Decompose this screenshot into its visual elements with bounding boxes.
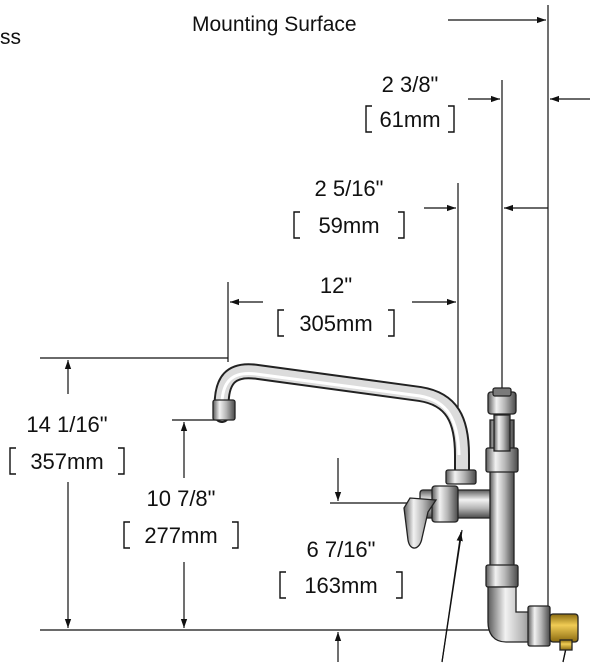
d5-bracket [123, 521, 239, 549]
lever-handle [403, 497, 438, 549]
d2-imperial: 2 5/16" [315, 176, 384, 201]
top-cap-knurl [492, 387, 512, 397]
cropped-text: ss [0, 26, 21, 49]
faucet [212, 363, 579, 651]
d3-bracket [277, 309, 395, 337]
d6-metric: 163mm [304, 573, 377, 598]
wall-flange [527, 605, 551, 647]
metric-brackets [9, 105, 455, 599]
d4-imperial: 14 1/16" [26, 412, 107, 437]
d6-imperial: 6 7/16" [307, 537, 376, 562]
d4-metric: 357mm [30, 449, 103, 474]
d2-metric: 59mm [318, 213, 379, 238]
d5-metric: 277mm [144, 523, 217, 548]
d3-metric: 305mm [299, 311, 372, 336]
d3-imperial: 12" [320, 273, 352, 298]
lower-nut [485, 564, 519, 588]
valve-nut [431, 485, 459, 523]
d4-bracket [9, 447, 125, 475]
aerator [212, 399, 236, 421]
d5-imperial: 10 7/8" [147, 486, 216, 511]
d1-bracket [365, 105, 455, 133]
labels: ss Mounting Surface 2 3/8" 61mm 2 5/16" … [0, 13, 441, 598]
spout-arm-highlight [220, 371, 461, 456]
brass-inlet-stub [559, 639, 573, 651]
cartridge-stem [493, 414, 511, 452]
d2-bracket [293, 211, 405, 239]
dimension-arrows [64, 16, 590, 663]
d1-metric: 61mm [379, 107, 440, 132]
brass-inlet-elbow [549, 613, 579, 643]
mounting-surface-label: Mounting Surface [192, 13, 357, 36]
d1-imperial: 2 3/8" [382, 72, 439, 97]
swivel-collar [445, 469, 477, 485]
d6-bracket [279, 571, 403, 599]
leader-arrow-body [441, 531, 463, 663]
